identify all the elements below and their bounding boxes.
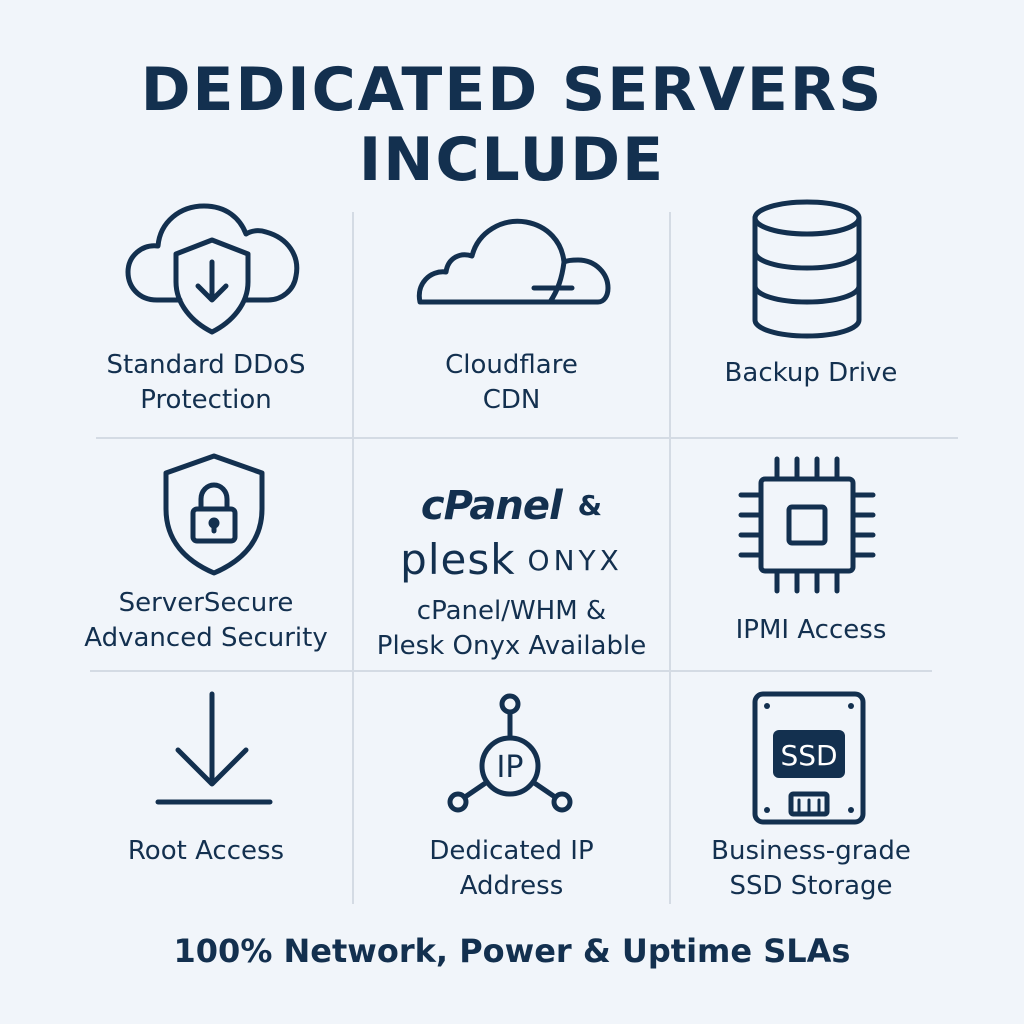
footer-sla-text: 100% Network, Power & Uptime SLAs — [173, 932, 851, 970]
feature-cloudflare-cdn: Cloudflare CDN — [354, 190, 669, 437]
divider-horizontal-1 — [96, 437, 958, 439]
cpanel-logo: cPanel& — [354, 483, 669, 529]
feature-label: Plesk Onyx Available — [376, 631, 647, 661]
feature-ipmi-access: IPMI Access — [671, 439, 951, 670]
shield-lock-icon — [163, 453, 265, 576]
feature-label: Root Access — [127, 836, 285, 866]
feature-backup-drive: Backup Drive — [671, 190, 951, 437]
feature-label: Address — [459, 871, 564, 901]
feature-ssd-storage: SSD Business-grade SSD Storage — [671, 672, 951, 904]
ssd-icon-text: SSD — [780, 739, 837, 772]
divider-vertical-1 — [352, 212, 354, 904]
divider-vertical-2 — [669, 212, 671, 904]
feature-label: Cloudflare — [445, 350, 578, 380]
download-icon — [155, 691, 273, 805]
ip-icon-text: IP — [497, 750, 524, 785]
ip-network-icon: IP — [447, 693, 573, 813]
feature-label: Backup Drive — [724, 358, 898, 388]
feature-label: Business-grade — [711, 836, 911, 866]
cloud-icon — [416, 218, 611, 305]
logo-ampersand: & — [577, 489, 603, 522]
plesk-onyx-logo: plesk ONYX — [354, 535, 669, 584]
feature-ddos-protection: Standard DDoS Protection — [60, 190, 352, 437]
plesk-logo-text: plesk — [400, 535, 516, 584]
page-title-line1: DEDICATED SERVERS — [140, 55, 884, 125]
feature-label: Protection — [140, 385, 272, 415]
feature-label: ServerSecure — [118, 588, 294, 618]
feature-label: cPanel/WHM & — [416, 596, 607, 626]
ssd-icon: SSD — [752, 691, 866, 825]
feature-label: Advanced Security — [84, 623, 328, 653]
feature-label: SSD Storage — [729, 871, 893, 901]
onyx-logo-text: ONYX — [527, 544, 623, 577]
database-icon — [752, 199, 862, 339]
feature-serversecure: ServerSecure Advanced Security — [60, 439, 352, 670]
feature-label: IPMI Access — [735, 615, 887, 645]
feature-dedicated-ip: IP Dedicated IP Address — [354, 672, 669, 904]
feature-label: CDN — [482, 385, 541, 415]
cloud-shield-icon — [125, 203, 300, 335]
chip-icon — [738, 456, 876, 594]
page-title-line2: INCLUDE — [358, 125, 666, 195]
feature-cpanel-plesk: cPanel& plesk ONYX cPanel/WHM & Plesk Ony… — [354, 439, 669, 670]
cpanel-logo-text: cPanel — [420, 483, 563, 529]
feature-label: Standard DDoS — [106, 350, 306, 380]
feature-root-access: Root Access — [60, 672, 352, 904]
divider-horizontal-2 — [90, 670, 932, 672]
feature-label: Dedicated IP — [429, 836, 594, 866]
